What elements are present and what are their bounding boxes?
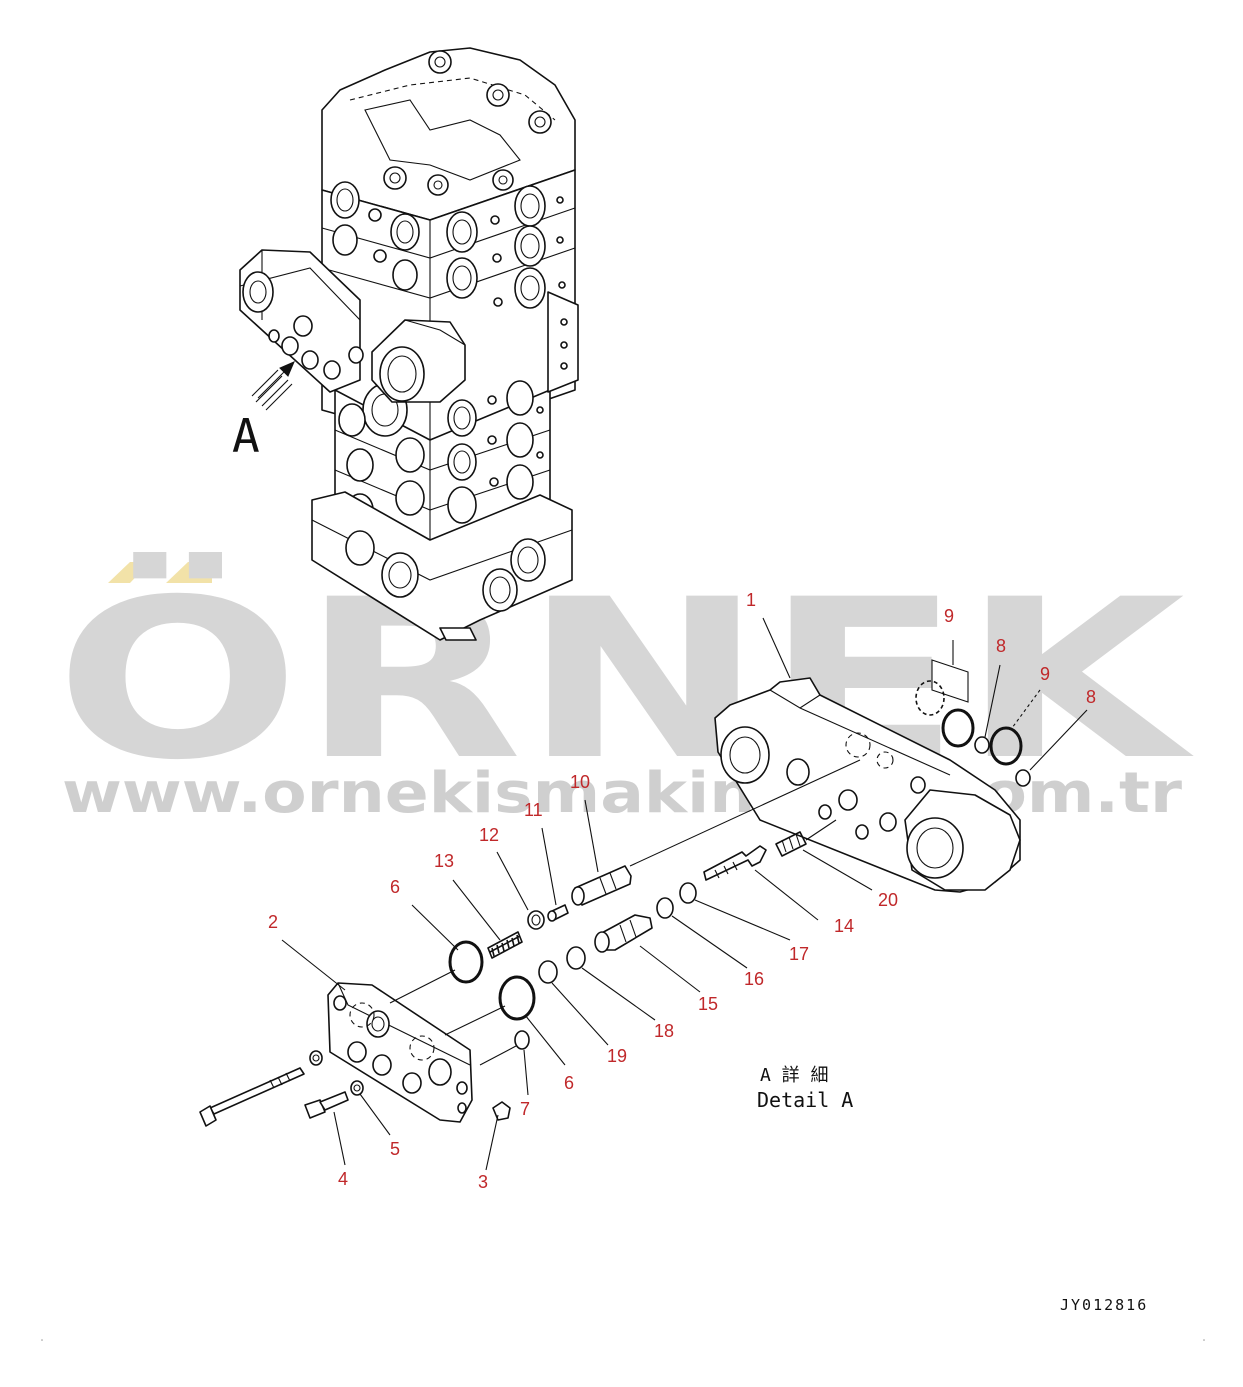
- callout-9-upper: 9: [944, 606, 954, 626]
- callout-18: 18: [654, 1021, 674, 1041]
- callout-17: 17: [789, 944, 809, 964]
- part-19-ring: [538, 960, 558, 984]
- watermark-accent-left: [108, 562, 150, 583]
- callout-14: 14: [834, 916, 854, 936]
- callout-3: 3: [478, 1172, 488, 1192]
- part-16-oring: [656, 897, 674, 919]
- callouts: 1 2 3 4 5 6 6 7 8 8 9 9 10 11 12 13 14 1…: [268, 590, 1096, 1192]
- callout-8-upper: 8: [996, 636, 1006, 656]
- part-10-valve: [571, 865, 632, 906]
- drawing-code: JY012816: [1060, 1296, 1148, 1314]
- corner-mark-right: [1203, 1339, 1205, 1341]
- callout-8-lower: 8: [1086, 687, 1096, 707]
- assembly-lines: [389, 759, 861, 1066]
- part-11-poppet: [547, 904, 569, 922]
- callout-12: 12: [479, 825, 499, 845]
- view-marker-label: A: [232, 409, 260, 463]
- callout-20: 20: [878, 890, 898, 910]
- part-3-plug: [492, 1101, 511, 1121]
- part-2-end-cover: [327, 982, 473, 1123]
- callout-2: 2: [268, 912, 278, 932]
- part-9-ring-lower: [989, 726, 1023, 766]
- part-17-oring: [679, 882, 697, 904]
- callout-6-upper: 6: [390, 877, 400, 897]
- callout-19: 19: [607, 1046, 627, 1066]
- part-6-oring-lower: [498, 975, 536, 1021]
- corner-mark-left: [41, 1339, 43, 1341]
- part-13-spring: [487, 931, 523, 959]
- part-20-spring: [775, 831, 807, 857]
- view-arrow-a: [251, 361, 295, 411]
- part-5-washer-lower: [350, 1080, 364, 1096]
- part-7-oring: [514, 1030, 530, 1050]
- detail-title-jp: A 詳 細: [760, 1065, 829, 1086]
- callout-1: 1: [746, 590, 756, 610]
- callout-15: 15: [698, 994, 718, 1014]
- part-14-pin: [703, 845, 767, 881]
- leader-lines: [281, 617, 1088, 1171]
- part-18-oring: [566, 946, 586, 970]
- control-valve-assembly: A: [232, 47, 579, 641]
- callout-16: 16: [744, 969, 764, 989]
- part-12-seat: [527, 910, 545, 930]
- callout-9-lower: 9: [1040, 664, 1050, 684]
- detail-title-en: Detail A: [757, 1088, 853, 1112]
- callout-11: 11: [524, 800, 543, 820]
- part-8-ring-lower: [1015, 769, 1031, 787]
- part-8-ring-upper: [974, 736, 990, 754]
- callout-4: 4: [338, 1169, 348, 1189]
- part-9-ring-upper: [915, 659, 975, 748]
- part-15-valve: [594, 914, 653, 953]
- watermark: ÖRNEK www.ornekismakinalari.com.tr: [55, 552, 1195, 826]
- callout-13: 13: [434, 851, 454, 871]
- callout-10: 10: [570, 772, 590, 792]
- callout-7: 7: [520, 1099, 530, 1119]
- part-5-washer-upper: [309, 1050, 323, 1066]
- part-6-oring-upper: [448, 940, 484, 984]
- part-1-valve-body: [714, 677, 1021, 893]
- part-4-bolt-long: [199, 1067, 305, 1127]
- part-4-bolt-short: [304, 1091, 349, 1119]
- watermark-accent-right: [166, 562, 212, 583]
- callout-5: 5: [390, 1139, 400, 1159]
- callout-6-lower: 6: [564, 1073, 574, 1093]
